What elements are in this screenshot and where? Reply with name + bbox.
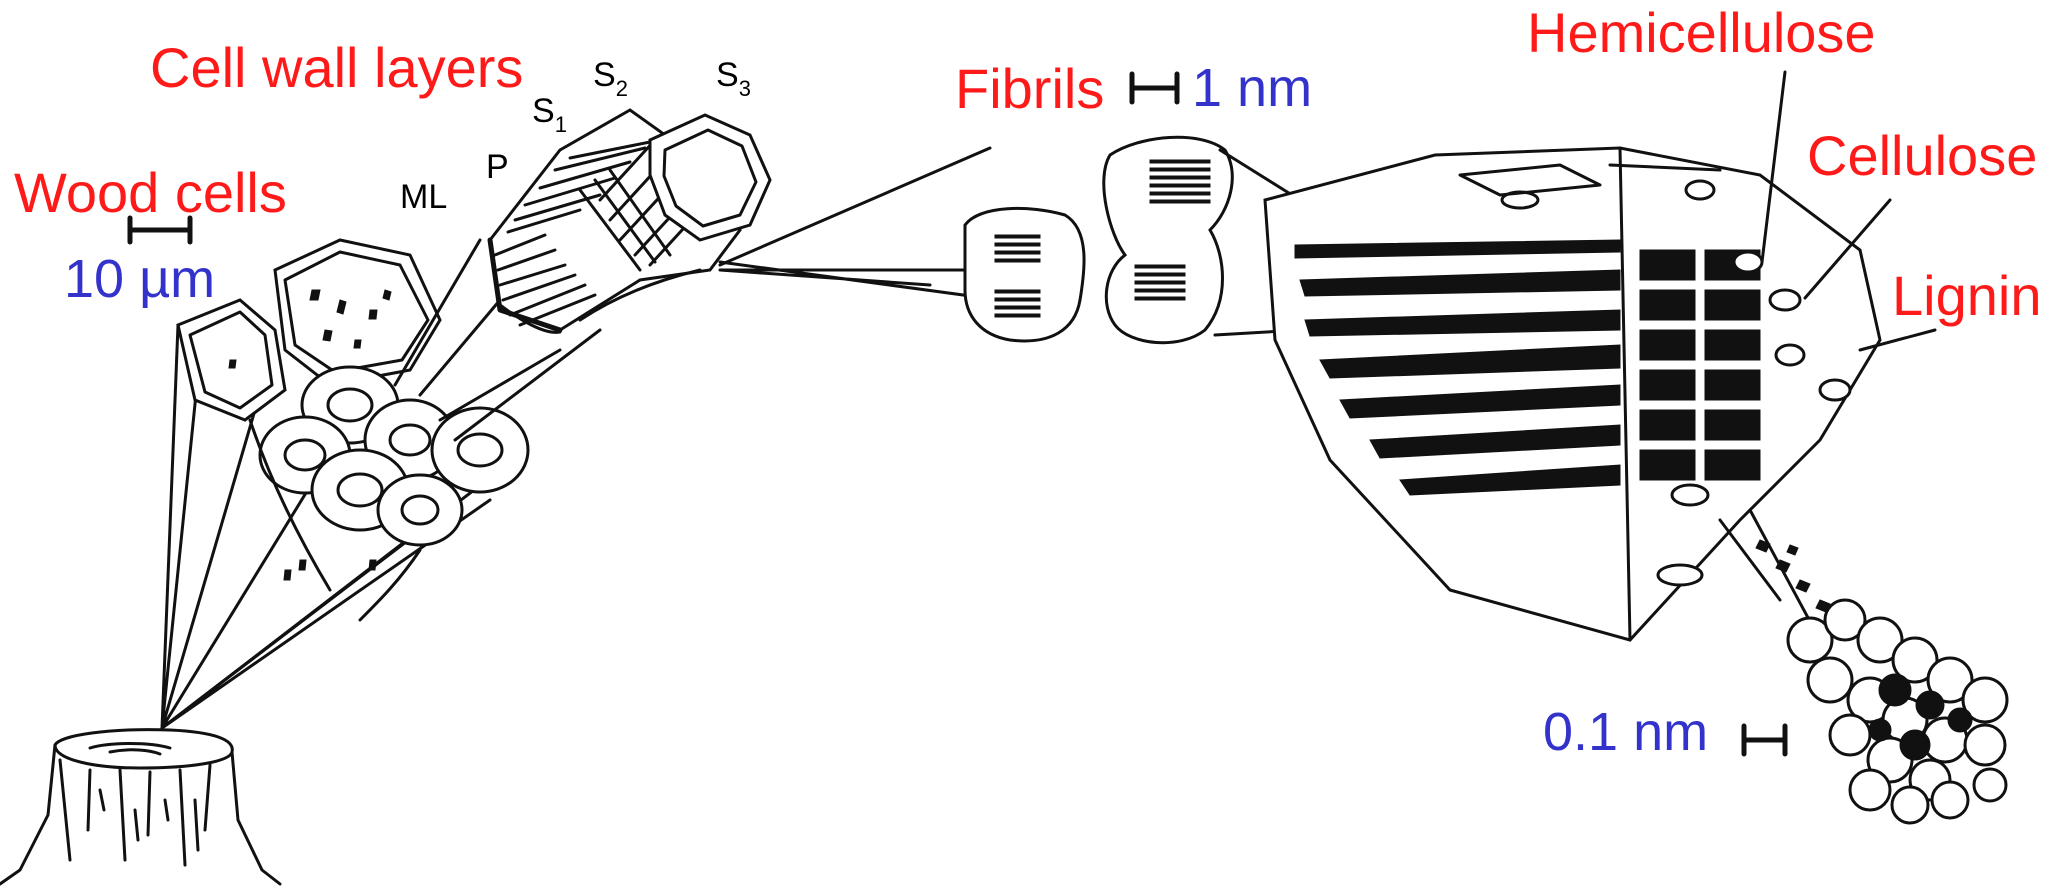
layer-ml-label: ML [400, 178, 447, 216]
molecular-scale-label: 0.1 nm [1543, 702, 1708, 762]
cellulose-label: Cellulose [1807, 124, 2037, 187]
scale-bar-0-1nm [1744, 726, 1785, 754]
molecular-cluster [1720, 510, 2007, 823]
wood-cells-label: Wood cells [14, 161, 287, 224]
fibrils-scale-label: 1 nm [1192, 58, 1312, 118]
layer-s2-label: S2 [593, 56, 628, 101]
cell-wall-layers-label: Cell wall layers [150, 36, 523, 99]
fibrils-label: Fibrils [955, 57, 1104, 120]
tree-stump [0, 730, 280, 884]
cell-wall-tube [490, 110, 770, 332]
layer-s1-label: S1 [532, 92, 567, 137]
lignin-label: Lignin [1892, 264, 2041, 327]
layer-s3-label: S3 [716, 56, 751, 101]
scale-bar-1nm [1132, 74, 1177, 102]
layer-p-label: P [486, 148, 509, 186]
fibrils-blobs [965, 137, 1300, 342]
hemicellulose-label: Hemicellulose [1527, 1, 1876, 64]
wood-cells-scale-label: 10 µm [64, 249, 215, 309]
wood-cells-cluster [178, 240, 528, 620]
